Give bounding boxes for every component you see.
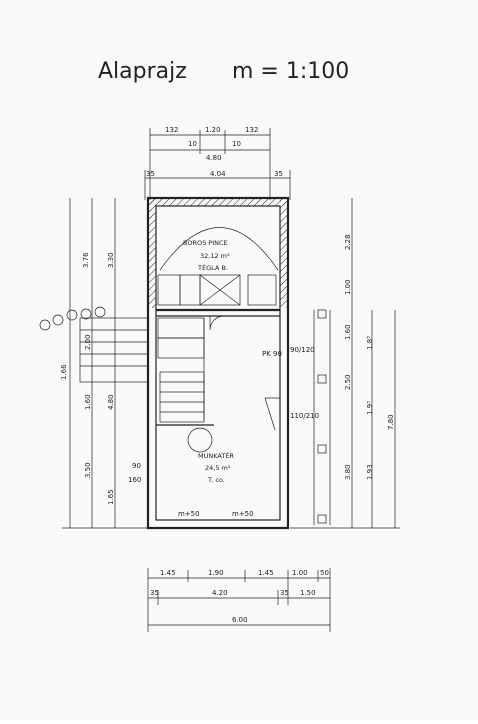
workroom-floor: T. co. — [207, 476, 225, 484]
building-walls — [146, 196, 290, 530]
right-dim-2: 1.00 — [344, 279, 352, 295]
bottom-dim-7: 4.20 — [212, 589, 228, 597]
right-dim-1: 2.28 — [344, 234, 352, 250]
bottom-dim-1: 1.45 — [160, 569, 176, 577]
left-dim-6: 4.80 — [107, 394, 115, 410]
right-dim-4: 1.8³ — [366, 336, 374, 350]
left-dim-9: 90 — [132, 462, 141, 470]
cellar-fixtures — [157, 274, 277, 306]
left-dim-5: 1.60 — [84, 394, 92, 410]
top-dim-6: 10 — [232, 140, 241, 148]
cellar-area: 32,12 m² — [200, 252, 230, 260]
left-dim-1: 3.76 — [82, 252, 90, 268]
right-dim-5: 2.50 — [344, 374, 352, 390]
top-dim-3: 132 — [245, 126, 258, 134]
top-dimensions — [144, 128, 291, 200]
window-label-2: m+50 — [232, 510, 254, 518]
bottom-dim-9: 1.50 — [300, 589, 316, 597]
left-dim-10: 160 — [128, 476, 141, 484]
bottom-dim-6: 35 — [150, 589, 159, 597]
top-dim-7: 35 — [146, 170, 155, 178]
bottom-dim-8: 35 — [280, 589, 289, 597]
bottom-dim-5: 50 — [320, 569, 329, 577]
right-dim-8: 1.93 — [366, 464, 374, 480]
bottom-dim-4: 1.00 — [292, 569, 308, 577]
bottom-dim-2: 1.90 — [208, 569, 224, 577]
right-dim-3: 1.60 — [344, 324, 352, 340]
window-label-3: 90/120 — [290, 346, 315, 354]
right-dim-7: 3.80 — [344, 464, 352, 480]
top-dim-8: 4.04 — [210, 170, 226, 178]
right-dim-6: 1.9³ — [366, 401, 374, 415]
plan-scale: m = 1:100 — [232, 59, 349, 84]
window-label-1: m+50 — [178, 510, 200, 518]
top-dim-9: 35 — [274, 170, 283, 178]
left-dim-3: 1.66 — [60, 364, 68, 380]
bottom-dim-3: 1.45 — [258, 569, 274, 577]
left-dim-2: 3.30 — [107, 252, 115, 268]
left-terrace — [39, 306, 149, 383]
right-dimensions — [290, 198, 400, 529]
door-label: 110/210 — [290, 412, 319, 420]
workroom-name: MUNKATÉR — [198, 451, 234, 460]
bottom-dimensions — [147, 568, 331, 632]
plan-title: Alaprajz — [98, 59, 187, 84]
bottom-dim-10: 6.00 — [232, 616, 248, 624]
right-colonnade — [313, 309, 331, 525]
left-dim-7: 3.50 — [84, 462, 92, 478]
cellar-floor: TÉGLA B. — [197, 263, 228, 272]
top-dim-5: 4.80 — [206, 154, 222, 162]
top-dim-4: 10 — [188, 140, 197, 148]
left-dim-4: 2.00 — [84, 334, 92, 350]
cellar-name: BOROS PINCE — [183, 239, 228, 247]
door-label-pk: PK 90 — [262, 350, 282, 358]
vault-arc — [159, 227, 279, 271]
left-dimensions — [62, 198, 150, 529]
top-dim-1: 132 — [165, 126, 178, 134]
workroom-area: 24,5 m² — [205, 464, 231, 472]
doors — [209, 315, 280, 431]
right-dim-9: 7.80 — [387, 414, 395, 430]
stair-area — [156, 317, 214, 453]
top-dim-2: 1.20 — [205, 126, 221, 134]
left-dim-8: 1.65 — [107, 489, 115, 505]
